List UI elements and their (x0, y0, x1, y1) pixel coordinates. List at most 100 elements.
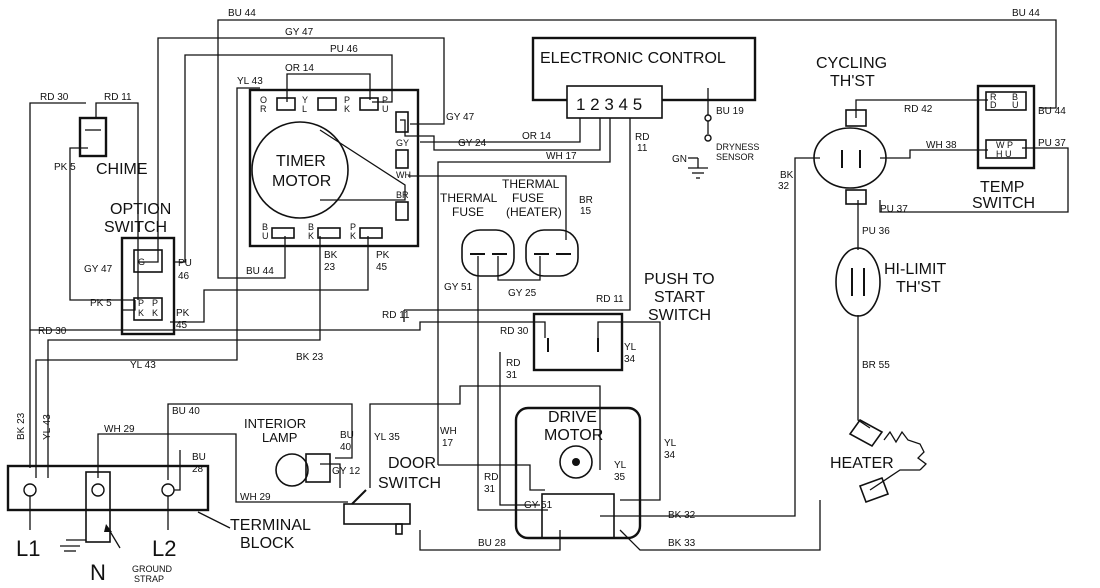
pin-timer-pk-2: K (344, 104, 350, 114)
wire-label: GY 51 (524, 500, 553, 511)
pin-opt-p: P (138, 298, 144, 308)
pin-opt-p2: P (152, 298, 158, 308)
timer-pin-pk (359, 227, 383, 239)
components (6, 36, 1036, 549)
ground-strap-label-2: STRAP (134, 574, 164, 584)
wire-label: YL (624, 342, 637, 353)
wire-label: BU 44 (1038, 106, 1066, 117)
pin-timer-bu-2: U (262, 231, 269, 241)
wire-br15 (408, 175, 567, 240)
pin-labels: O R Y L P K P U GY WH BR B U B K P K G P… (138, 92, 1019, 318)
heater-terminal-top (848, 418, 884, 448)
drive-motor-label-2: MOTOR (544, 427, 603, 444)
pin-timer-pk2-2: K (350, 231, 356, 241)
cycling-thst-top (845, 109, 867, 127)
component-labels: ELECTRONIC CONTROL 1 2 3 4 5 CYCLING TH'… (16, 50, 1035, 585)
wire-label: WH (440, 426, 457, 437)
timer-pin-bu (271, 227, 295, 239)
wire-label: OR 14 (285, 63, 314, 74)
wire-wh29 (97, 433, 348, 503)
wire-label: OR 14 (522, 131, 551, 142)
wire-bk32 (600, 157, 820, 517)
wire-label: RD 11 (596, 294, 624, 305)
push-start-label-1: PUSH TO (644, 271, 715, 288)
wire-label: PK (376, 250, 390, 261)
door-switch-lever (351, 489, 367, 505)
cycling-thst-body (813, 127, 887, 189)
interior-lamp-label-1: INTERIOR (244, 416, 306, 431)
wire-bu44-top (217, 19, 1057, 248)
pin-opt-k2: K (152, 308, 158, 318)
pin-timer-pk2-1: P (350, 222, 356, 232)
pin-timer-gy: GY (396, 138, 409, 148)
wire-label: GY 47 (285, 27, 314, 38)
wire-label: RD 30 (40, 92, 69, 103)
wire-yl43 (236, 87, 260, 340)
wire-label: PK 5 (90, 298, 112, 309)
push-start-label-3: SWITCH (648, 307, 711, 324)
wire-wh17 (437, 106, 611, 465)
timer-pin-bk (317, 227, 341, 239)
wire-gy25 (497, 256, 541, 281)
ground-icon (688, 158, 708, 179)
wire-label: WH 38 (926, 140, 957, 151)
drive-motor-connector (541, 493, 615, 539)
dryness-sensor-label-2: SENSOR (716, 152, 755, 162)
ground-strap-label-1: GROUND (132, 564, 172, 574)
wire-label: RD (484, 472, 498, 483)
option-switch-bottom (133, 297, 163, 321)
wire-label: WH 29 (240, 492, 271, 503)
wire-label: BU 28 (478, 538, 506, 549)
wire-label: YL 35 (374, 432, 400, 443)
wire-label: 34 (664, 450, 676, 461)
wire-label: GY 24 (458, 138, 487, 149)
wire-label: PU 36 (862, 226, 890, 237)
wire-gy51 (477, 256, 548, 511)
wire-label: BK 23 (16, 412, 27, 440)
wires (29, 19, 1069, 551)
wire-label: PU 46 (330, 44, 358, 55)
wire-label: BU 44 (1012, 8, 1040, 19)
wire-label: BU 44 (246, 266, 274, 277)
wire-label: GY 47 (446, 112, 475, 123)
pin-timer-bk-2: K (308, 231, 314, 241)
wire-label: BR 55 (862, 360, 890, 371)
pin-timer-or-2: R (260, 104, 267, 114)
wire-rd11-chime (95, 102, 139, 300)
terminal-block-box (6, 464, 210, 512)
heater-terminal-bottom (858, 476, 890, 504)
timer-pin-pu (359, 97, 379, 111)
wire-label: 31 (506, 370, 518, 381)
timer-cam-line (319, 129, 406, 201)
door-switch-label-2: SWITCH (378, 475, 441, 492)
pin-opt-g: G (138, 257, 145, 267)
thermal-fuse-heater-label-3: (HEATER) (506, 205, 562, 219)
wire-pk5-option (122, 300, 136, 311)
lamp-bulb (275, 453, 309, 487)
wire-gy24 (400, 106, 601, 151)
control-connector (566, 85, 663, 119)
terminal-block-label-1: TERMINAL (230, 517, 311, 534)
wire-rd31 (499, 352, 540, 506)
wire-gy47-top (138, 37, 445, 263)
wire-label: YL 43 (42, 414, 53, 440)
wire-label: 15 (580, 206, 592, 217)
pin-temp-d: D (990, 100, 997, 110)
wire-label: 46 (178, 271, 190, 282)
wire-bu44-mid (217, 236, 286, 279)
option-switch-label-1: OPTION (110, 201, 171, 218)
wire-label: BU (192, 452, 206, 463)
option-switch-label-2: SWITCH (104, 219, 167, 236)
terminal-l1 (23, 483, 37, 497)
wire-label: PK (176, 308, 190, 319)
timer-motor-circle (251, 121, 349, 219)
wire-label: 28 (192, 464, 204, 475)
wire-bu40 (167, 403, 353, 480)
wire-label: 23 (324, 262, 336, 273)
pin-timer-yl-1: Y (302, 95, 308, 105)
wire-labels: BU 44 BU 44 GY 47 PU 46 OR 14 YL 43 RD 3… (16, 8, 1066, 549)
dryness-sensor-label-1: DRYNESS (716, 142, 759, 152)
pin-temp-wp: W P (996, 140, 1013, 150)
chime-label: CHIME (96, 161, 148, 178)
